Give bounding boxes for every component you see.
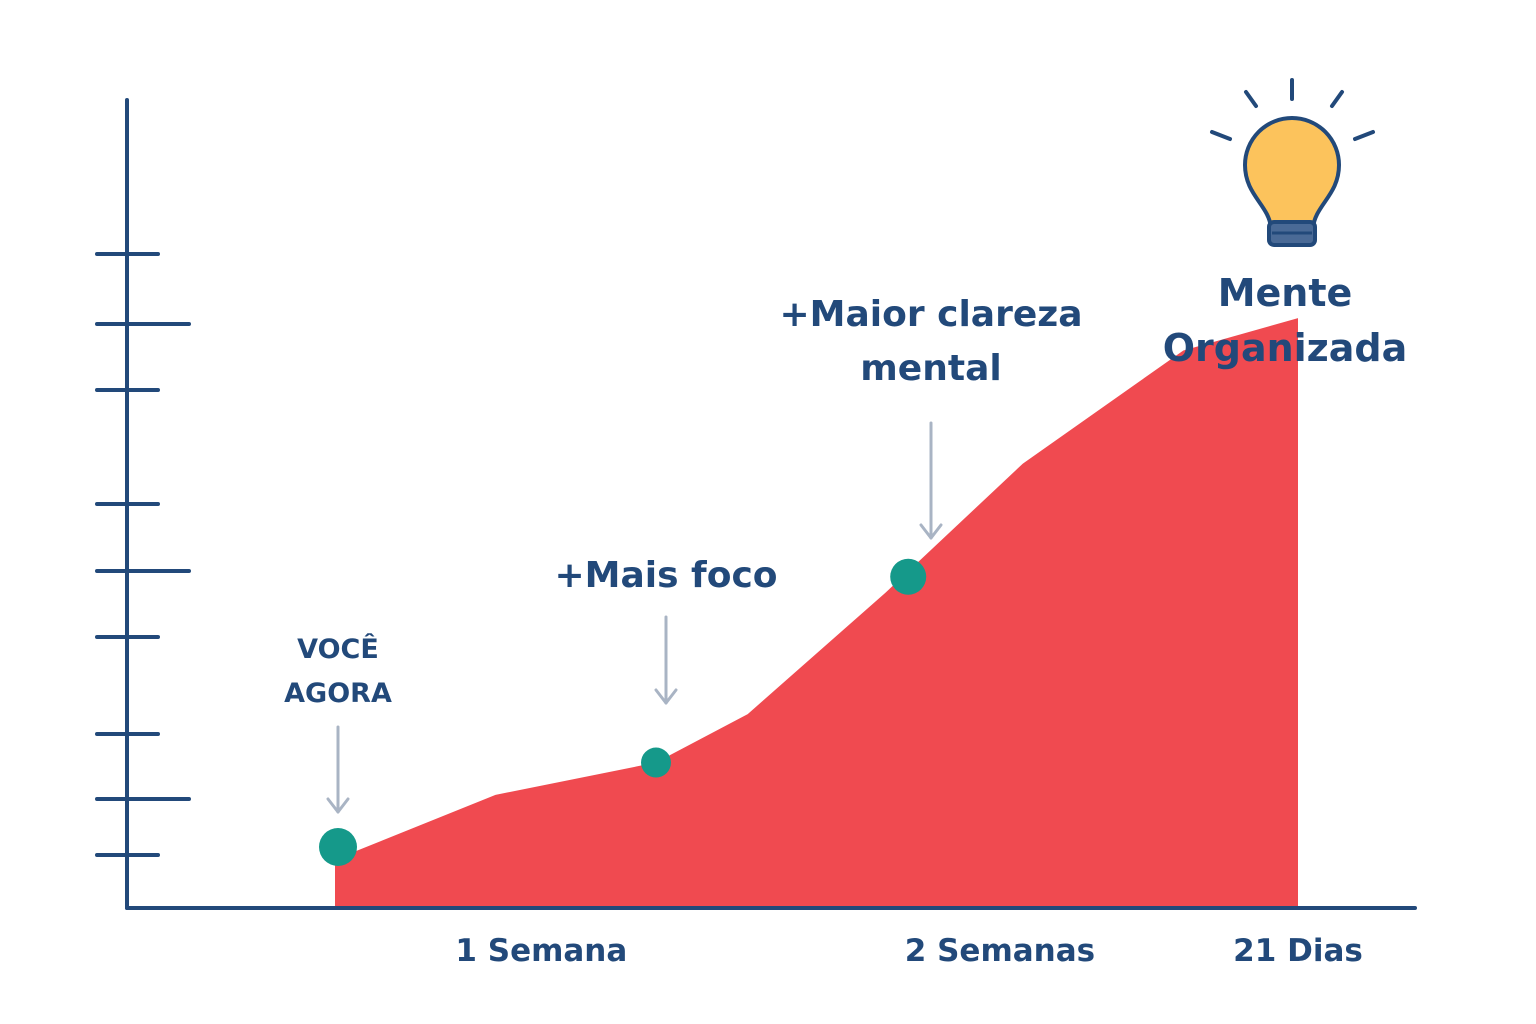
milestone-label-line: +Maior clareza [779, 294, 1082, 335]
area-layer [335, 318, 1298, 908]
x-tick-label: 21 Dias [1233, 933, 1363, 969]
progress-area [335, 318, 1298, 908]
milestone-marker-2 [641, 747, 671, 778]
bulb-ray [1244, 90, 1258, 108]
annotation-layer: VOCÊ AGORA +Mais foco +Maior clareza mental M… [284, 271, 1408, 814]
x-tick-layer: 1 Semana 2 Semanas 21 Dias [455, 933, 1362, 969]
milestone-label-line: VOCÊ [297, 633, 379, 665]
bulb-ray [1330, 90, 1344, 108]
axis-layer [95, 98, 1417, 910]
marker-layer [319, 558, 927, 866]
lightbulb-icon [1210, 78, 1375, 247]
arrow-down-icon [919, 421, 943, 540]
milestone-label-line: mental [860, 348, 1001, 389]
bulb-ray [1210, 130, 1232, 141]
milestone-marker-3 [890, 558, 927, 595]
bulb-glass [1243, 116, 1341, 230]
milestone-label-line: AGORA [284, 678, 392, 709]
x-tick-label: 2 Semanas [905, 933, 1095, 969]
x-tick-label: 1 Semana [455, 933, 627, 969]
arrow-down-icon [326, 725, 350, 814]
milestone-label-line: +Mais foco [554, 555, 777, 596]
endpoint-label-line: Mente [1218, 271, 1353, 315]
endpoint-label-line: Organizada [1163, 326, 1408, 370]
milestone-label-1: VOCÊ AGORA [284, 633, 392, 709]
arrow-down-icon [654, 615, 678, 705]
milestone-label-2: +Mais foco [554, 555, 777, 596]
milestone-label-3: +Maior clareza mental [779, 294, 1082, 389]
milestone-marker-1 [319, 828, 357, 866]
bulb-ray [1353, 130, 1375, 141]
